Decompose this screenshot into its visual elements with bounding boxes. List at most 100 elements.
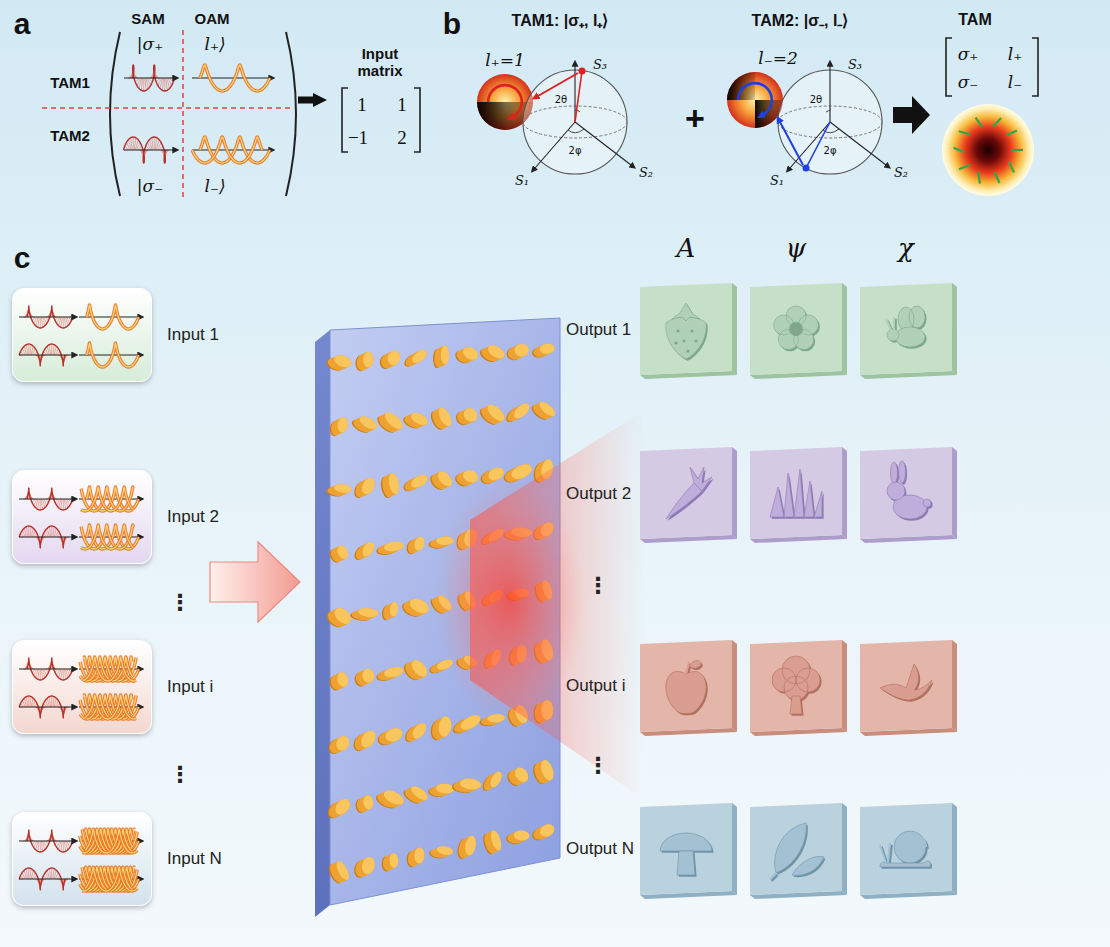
oam-helix [87,343,139,367]
nanopillar-array [413,536,426,552]
column-header: SAM [131,10,164,27]
panel-letter: b [443,7,461,41]
nanopillar-array [409,410,430,427]
beam-axis [19,668,72,669]
output-card [952,803,957,895]
card-icon [666,317,706,359]
sam-helix [47,870,49,879]
nanopillar-array [436,406,454,428]
input-beam-art [13,471,153,565]
sam-helix [59,841,61,850]
nanopillar-array [461,345,480,363]
sam-helix [24,870,26,879]
input-matrix: Input matrix11−12 [330,40,430,160]
nanopillar-array [513,830,530,841]
nanopillar-array [382,410,405,432]
sam-helix [141,78,142,90]
tam-beam-profile [1011,149,1023,151]
beam-axis [19,840,72,841]
nanopillar-array [358,414,379,432]
nanopillar-array [461,468,480,485]
matrix-bracket [342,88,348,152]
poincare-sphere [830,122,886,165]
output-card [860,640,957,736]
nanopillar-array [359,476,377,497]
ellipsis: ⋮ [587,753,609,778]
input-beam-art [13,813,153,907]
nanopillar-array [511,401,532,421]
oam-helix [81,487,133,511]
output-label: Output N [566,839,634,859]
nanopillar-array [387,472,401,495]
nanopillar-array [436,845,454,856]
oam-helix [81,525,133,549]
panel-c-art [210,283,957,917]
nanopillar-array [512,765,531,785]
oam-helix [81,487,133,511]
stokes-axis: S₁ [515,173,529,188]
angle-label: 2φ [824,145,837,156]
sam-helix [24,698,26,707]
beam-axis [19,536,72,537]
nanopillar-array [389,602,399,617]
nanopillar-array [513,830,530,841]
oam-helix [200,65,270,91]
sam-helix [28,344,29,355]
card-icon [660,833,712,851]
input-beam-art [13,289,153,383]
beam-axis [192,149,269,150]
panel-letter: a [14,7,31,41]
output-card [860,803,952,895]
oam-helix [80,657,139,681]
sam-helix [38,317,39,327]
nanopillar-array [458,712,483,733]
sam-helix [167,78,170,89]
sam-helix [158,146,162,150]
poincare-sphere [778,66,886,174]
card-icon [886,317,914,346]
output-card [860,447,952,539]
ellipsis: ⋮ [587,573,609,598]
oam-helix [81,487,133,511]
oam-helix [81,487,133,511]
output-card [750,640,847,736]
sam-helix [64,499,65,509]
sam-helix [51,696,52,707]
nanopillar-array [539,758,556,782]
spin-ket: |σ₋ [137,176,163,196]
sam-helix [152,138,153,150]
column-header: ψ [786,233,806,263]
oam-helix [84,695,136,719]
stokes-axis: S₁ [770,173,784,188]
card-icon [789,322,803,336]
sam-helix [49,697,50,707]
output-label: Output i [566,676,626,696]
sam-helix [49,345,50,355]
tam-beam-profile [978,172,980,184]
sam-helix [133,137,134,150]
sam-helix [47,698,49,707]
input-label: Input 1 [167,325,219,345]
input-box: Input i [12,640,152,734]
nanopillar-array [386,349,402,366]
block-arrow [893,96,930,134]
nanopillar-array [437,716,452,738]
poincare-sphere [829,66,830,122]
nanopillar-array [410,347,429,365]
sam-helix [162,78,163,90]
column-header: A [677,233,696,263]
nanopillar-array [409,657,430,679]
output-card [640,283,732,375]
oam-helix [81,525,133,549]
divider [42,107,292,109]
sam-helix [53,527,54,537]
card-icon [887,461,933,521]
output-label: Output 1 [566,320,631,340]
sam-helix [26,345,27,355]
card-icon [923,499,931,507]
nanopillar-array [383,726,404,744]
nanopillar-array [537,399,557,418]
oam-helix [80,695,139,719]
oam-helix [87,305,139,329]
nanopillar-array [358,607,380,618]
